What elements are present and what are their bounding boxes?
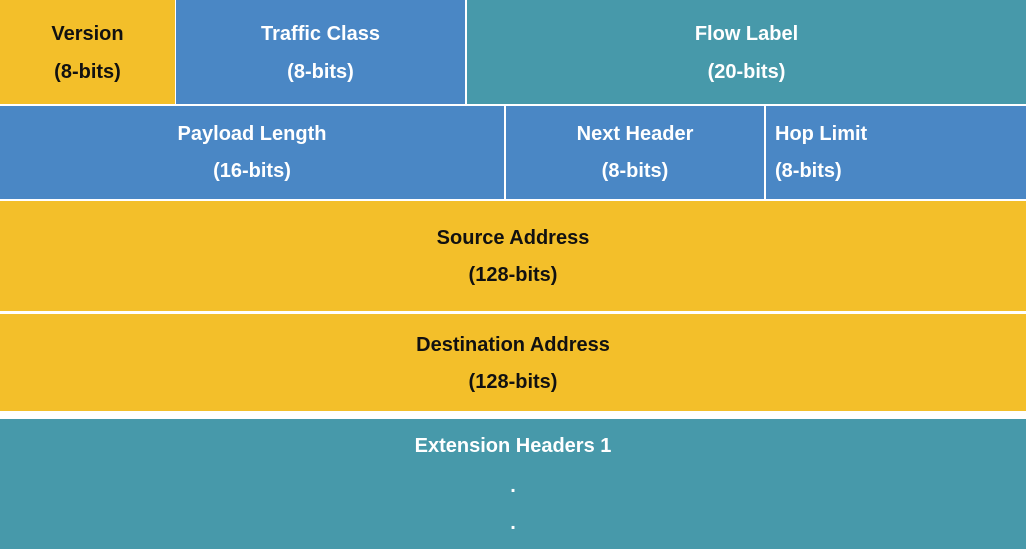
version-field: Version (8-bits) [0,0,175,104]
destination-address-field: Destination Address (128-bits) [0,314,1026,411]
extension-headers-dot-1: . [510,475,516,497]
next-header-size: (8-bits) [601,160,669,182]
flow-label-label: Flow Label [694,23,799,45]
next-header-label: Next Header [576,123,694,145]
source-address-field: Source Address (128-bits) [0,201,1026,311]
source-address-label: Source Address [436,227,590,249]
extension-headers-field: Extension Headers 1 . . [0,419,1026,549]
hop-limit-field: Hop Limit (8-bits) [766,106,1026,199]
extension-headers-dot-2: . [510,512,516,534]
payload-length-label: Payload Length [177,123,327,145]
hop-limit-label: Hop Limit [775,123,868,145]
destination-address-size: (128-bits) [468,371,558,393]
next-header-field: Next Header (8-bits) [506,106,764,199]
version-size: (8-bits) [54,61,121,83]
version-label: Version [51,23,124,45]
extension-headers-label: Extension Headers 1 [414,435,612,457]
flow-label-field: Flow Label (20-bits) [467,0,1026,104]
traffic-class-size: (8-bits) [287,61,354,83]
payload-length-size: (16-bits) [213,160,291,182]
traffic-class-label: Traffic Class [261,23,380,45]
flow-label-size: (20-bits) [707,61,786,83]
payload-length-field: Payload Length (16-bits) [0,106,504,199]
traffic-class-field: Traffic Class (8-bits) [176,0,465,104]
destination-address-label: Destination Address [416,334,610,356]
source-address-size: (128-bits) [468,264,558,286]
hop-limit-size: (8-bits) [775,160,842,182]
